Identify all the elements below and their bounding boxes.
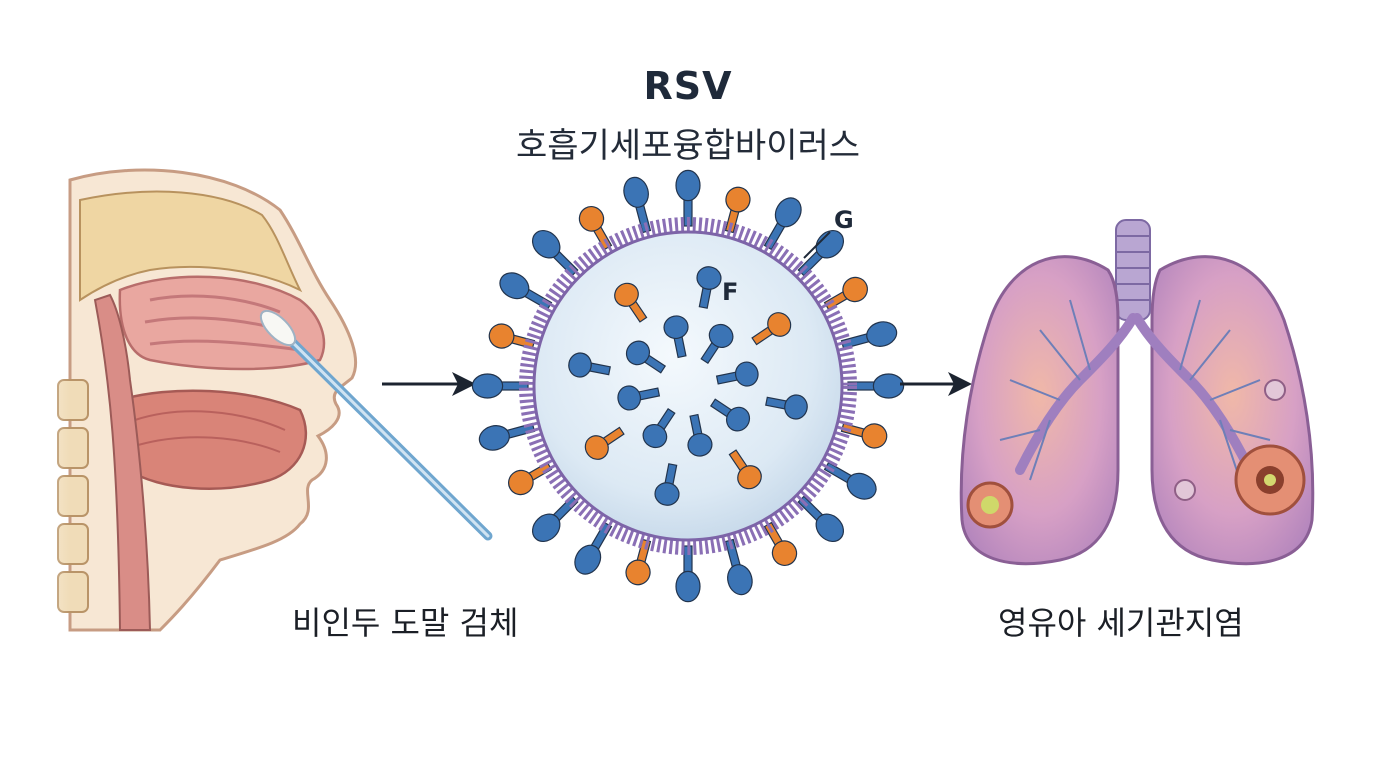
g-protein-spike (508, 461, 553, 496)
g-protein-spike (625, 538, 652, 586)
rsv-virion-icon (471, 169, 905, 603)
g-protein-spike (488, 323, 536, 350)
g-protein-spike (728, 449, 762, 490)
f-protein-spike (840, 321, 898, 350)
f-protein-spike (642, 407, 676, 449)
g-protein-spike (584, 426, 625, 460)
f-protein-spike (700, 323, 734, 365)
g-protein-label: G (834, 206, 854, 234)
g-protein-spike (614, 282, 648, 323)
g-protein-spike (823, 276, 868, 311)
f-protein-spike (675, 169, 701, 227)
f-protein-spike (471, 373, 529, 399)
f-protein-spike (823, 461, 877, 500)
f-protein-spike (687, 413, 713, 457)
f-protein-spike (531, 495, 579, 543)
f-protein-spike (709, 398, 751, 432)
g-protein-spike (578, 206, 613, 251)
f-protein-spike (675, 545, 701, 603)
nasal-swab-icon (0, 150, 493, 650)
g-protein-spike (751, 312, 792, 346)
f-protein-spike (765, 394, 808, 420)
infected-lungs-icon (959, 219, 1315, 566)
f-protein-spike (617, 385, 661, 411)
g-protein-spike (724, 186, 751, 234)
arrow-right-icon (382, 372, 476, 396)
f-protein-spike (625, 340, 667, 374)
arrow-right-icon (900, 372, 972, 396)
diagram-subtitle: 호흡기세포융합바이러스 (515, 126, 861, 166)
f-protein-spike (478, 422, 536, 451)
g-protein-spike (763, 521, 798, 566)
f-protein-spike (574, 521, 613, 575)
f-protein-spike (847, 373, 905, 399)
f-protein-spike (531, 229, 579, 277)
f-protein-spike (696, 266, 722, 309)
f-protein-spike (663, 315, 689, 359)
f-protein-spike (715, 361, 759, 387)
specimen-caption: 비인두 도말 검체 (292, 604, 519, 642)
diagram-title: RSV (643, 64, 733, 108)
f-protein-spike (763, 197, 802, 251)
f-protein-label: F (722, 278, 739, 306)
disease-caption: 영유아 세기관지염 (998, 604, 1244, 642)
g-protein-spike (840, 422, 888, 449)
f-protein-spike (499, 272, 553, 311)
f-protein-spike (568, 352, 611, 378)
f-protein-spike (654, 463, 680, 506)
